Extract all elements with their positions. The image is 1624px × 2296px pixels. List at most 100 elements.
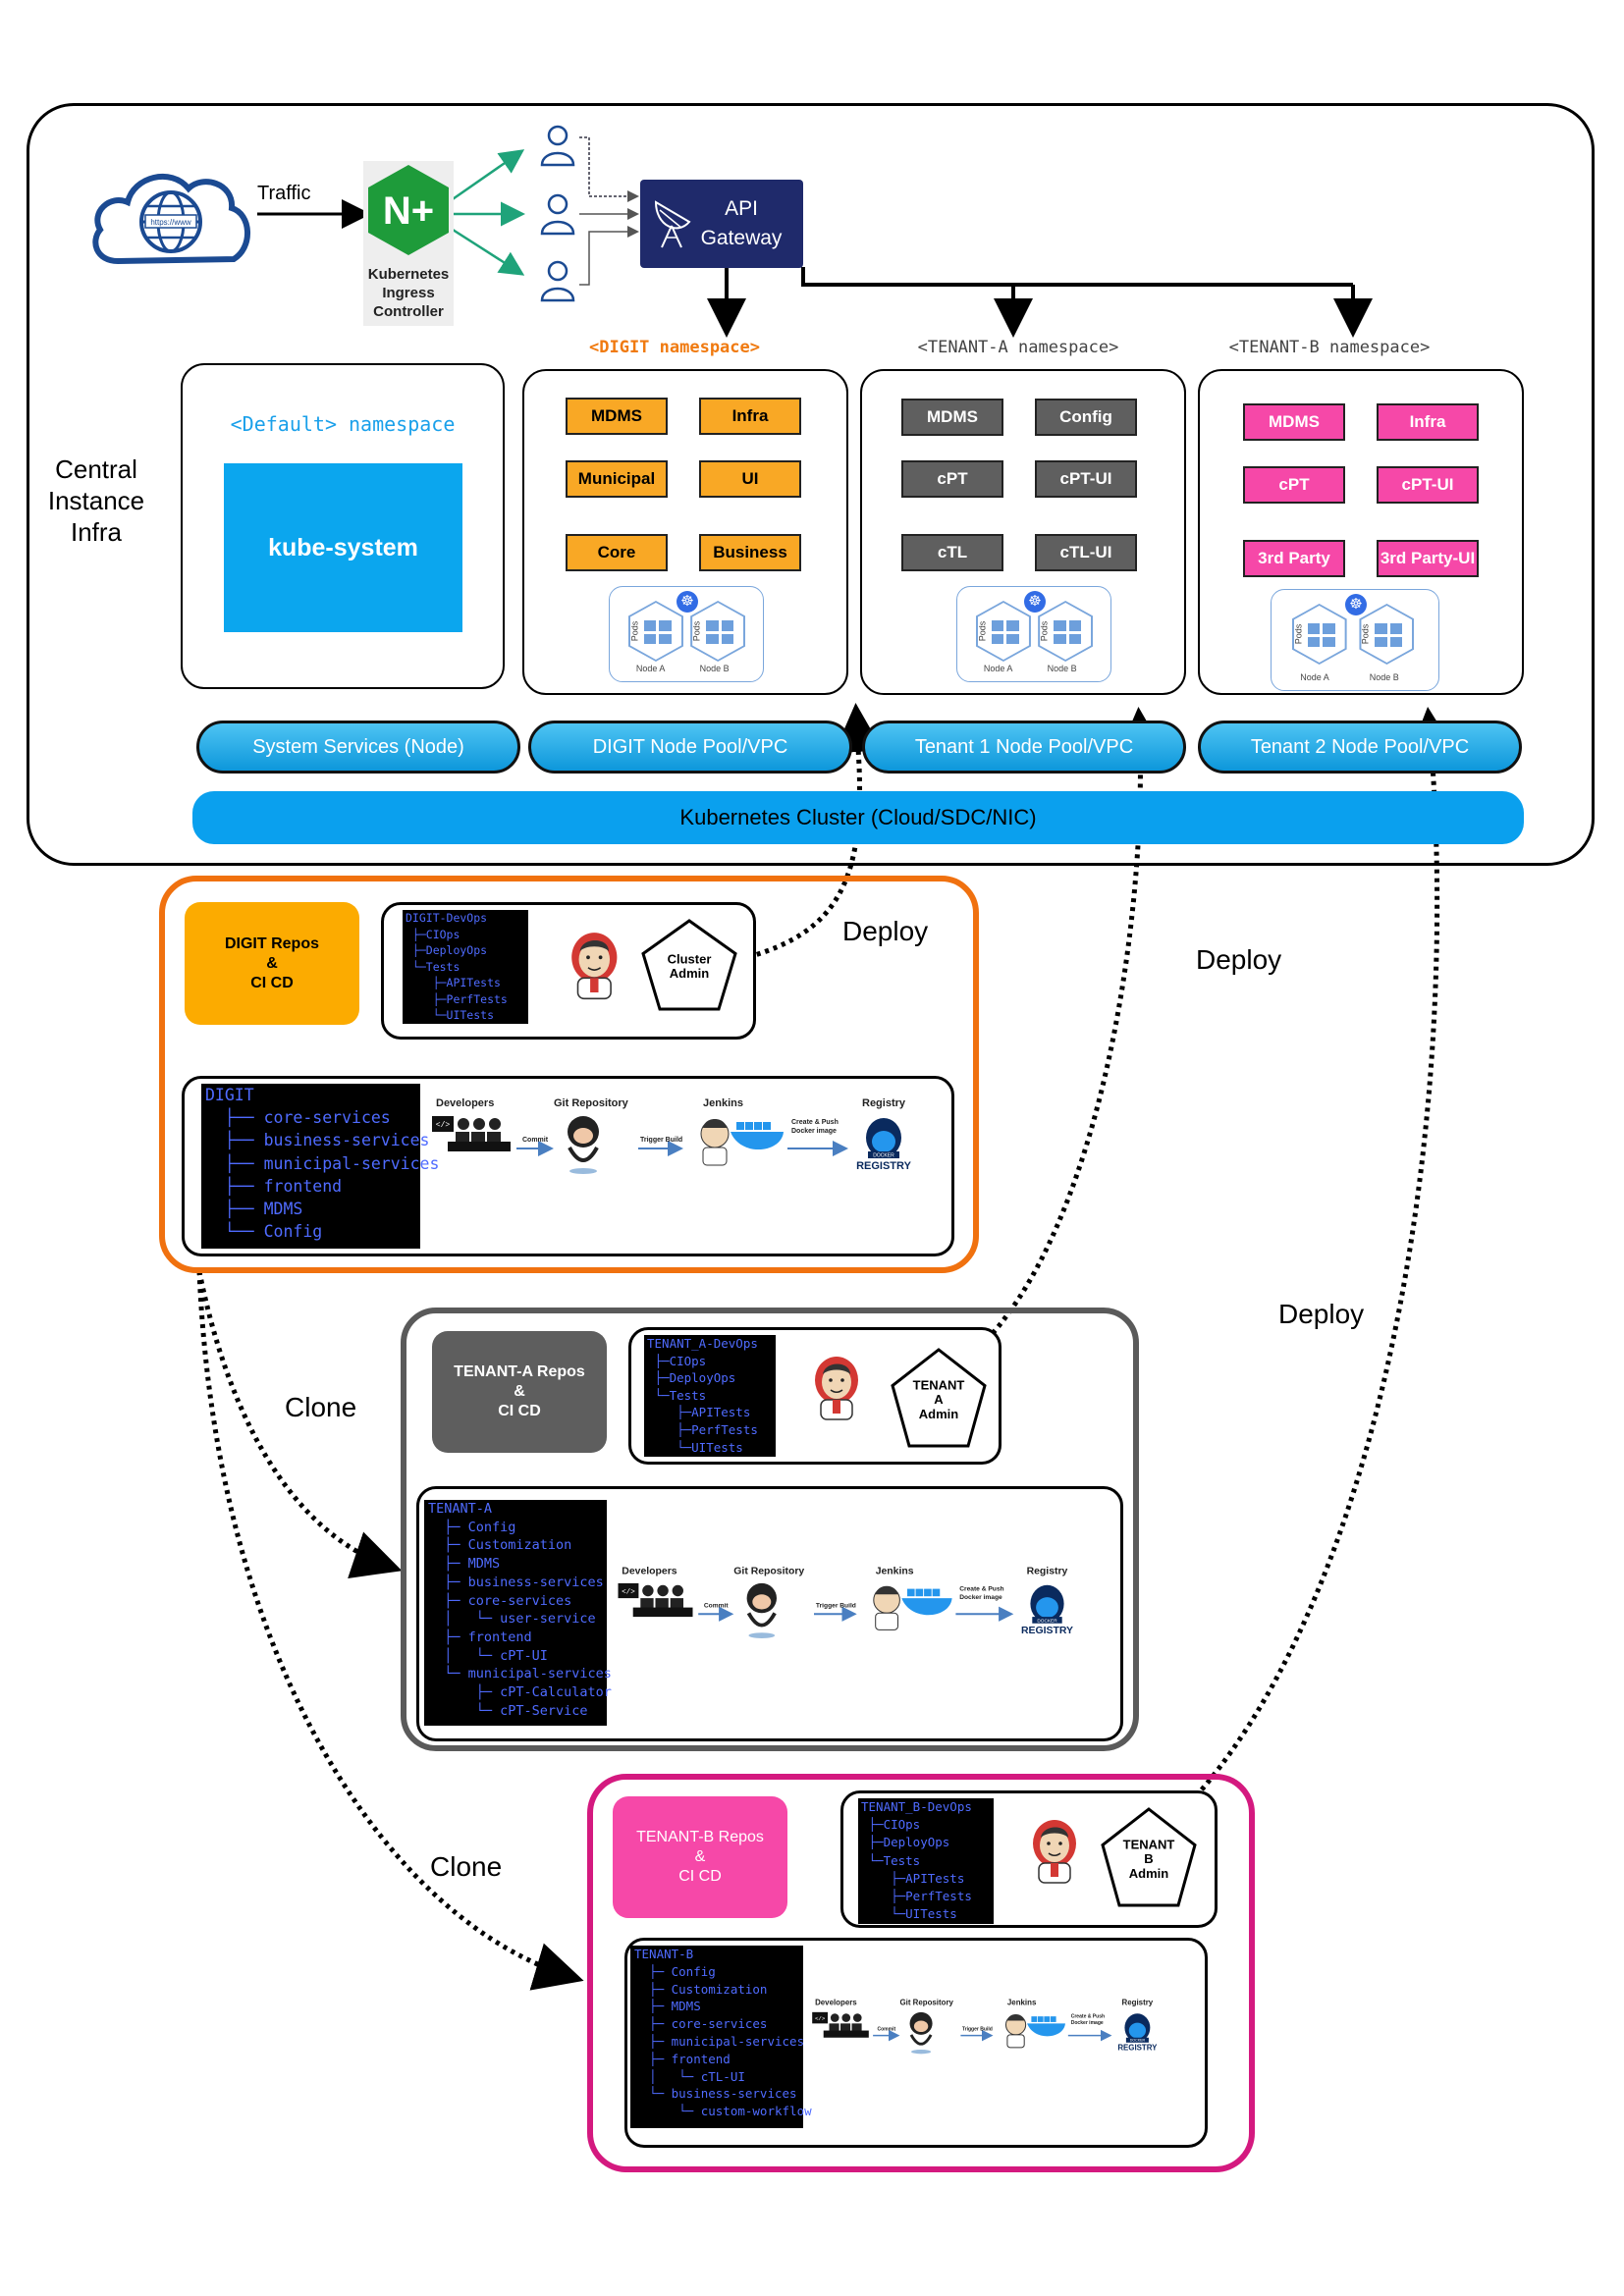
- commit-label: Commit: [522, 1137, 549, 1144]
- trigger-build-label: Trigger Build: [962, 2027, 993, 2033]
- pool-digit: DIGIT Node Pool/VPC: [528, 721, 852, 774]
- svg-text:Admin: Admin: [919, 1407, 959, 1421]
- digit-svc-business: Business: [699, 534, 801, 571]
- developers-icon: </>: [432, 1116, 511, 1151]
- node-a-label: Node A: [635, 664, 666, 673]
- deploy-arrow-tenant-b: [1194, 707, 1457, 1798]
- node-b-icon: [1359, 604, 1415, 665]
- deploy-label-tenant-b: Deploy: [1278, 1299, 1365, 1329]
- digit-devops-tree: DIGIT-DevOps ├─CIOps ├─DeployOps └─Tests…: [403, 910, 528, 1024]
- create-push-label-2: Docker image: [1071, 2020, 1104, 2026]
- digit-repos-frame: [159, 876, 979, 1273]
- svg-text:B: B: [1144, 1851, 1153, 1866]
- tenant-a-devops-tree: TENANT_A-DevOps ├─CIOps ├─DeployOps └─Te…: [644, 1335, 776, 1457]
- git-repository-label: Git Repository: [899, 1999, 953, 2007]
- registry-label: Registry: [1027, 1566, 1068, 1576]
- kube-system-block: kube-system: [224, 463, 462, 632]
- node-b-label: Node B: [699, 664, 730, 673]
- trigger-build-label: Trigger Build: [816, 1603, 856, 1610]
- registry-label: Registry: [1122, 1999, 1154, 2007]
- tenant-a-code-tree: TENANT-A ├─ Config ├─ Customization ├─ M…: [424, 1500, 612, 1726]
- clone-label-tenant-a: Clone: [285, 1392, 357, 1422]
- svg-text:REGISTRY: REGISTRY: [856, 1160, 911, 1172]
- tenant-b-repos-title: TENANT-B Repos & CI CD: [613, 1796, 787, 1918]
- kubernetes-cluster-label: Kubernetes Cluster (Cloud/SDC/NIC): [679, 805, 1037, 829]
- github-octocat-icon: [909, 2011, 933, 2055]
- svg-text:REGISTRY: REGISTRY: [1021, 1626, 1073, 1636]
- commit-label: Commit: [877, 2027, 895, 2033]
- pods-label: Pods: [691, 620, 702, 642]
- clone-arrow-tenant-b: [196, 1270, 584, 1991]
- github-octocat-icon: [568, 1116, 599, 1174]
- digit-svc-core: Core: [566, 534, 668, 571]
- svg-text:</>: </>: [436, 1121, 451, 1130]
- node-b-label: Node B: [1369, 672, 1399, 682]
- tenant-b-namespace-title: <TENANT-B namespace>: [1228, 338, 1431, 357]
- node-a-label: Node A: [983, 664, 1013, 673]
- node-a-icon: [1291, 604, 1347, 665]
- tenant-b-devops-tree: TENANT_B-DevOps ├─CIOps ├─DeployOps └─Te…: [858, 1798, 994, 1924]
- central-instance-frame: [27, 103, 1595, 866]
- cloud-internet-icon: https://www: [92, 173, 250, 265]
- deploy-label-digit: Deploy: [842, 916, 929, 946]
- pool-tenant-2: Tenant 2 Node Pool/VPC: [1198, 721, 1522, 774]
- digit-svc-ui: UI: [699, 460, 801, 498]
- digit-code-tree: DIGIT ├── core-services ├── business-ser…: [201, 1084, 439, 1249]
- kubernetes-icon: ☸: [1024, 591, 1046, 613]
- github-octocat-icon: [746, 1582, 777, 1638]
- svg-text:DOCKER: DOCKER: [1130, 2039, 1146, 2043]
- svg-text:REGISTRY: REGISTRY: [1117, 2044, 1158, 2053]
- tenant-b-repos-frame: [587, 1774, 1255, 2172]
- kubernetes-icon: ☸: [677, 591, 698, 613]
- create-push-label: Create & Push: [959, 1586, 1003, 1593]
- tenant-b-code-tree: TENANT-B ├─ Config ├─ Customization ├─ M…: [630, 1946, 812, 2128]
- tenant-a-jenkins-icon: [811, 1355, 862, 1428]
- deploy-arrow-digit: [747, 703, 884, 960]
- clone-arrow-tenant-a: [196, 1270, 403, 1578]
- registry-label: Registry: [862, 1097, 906, 1109]
- cloud-url-text: https://www: [150, 218, 191, 227]
- pods-label: Pods: [977, 620, 988, 642]
- svg-text:TENANT: TENANT: [1123, 1837, 1175, 1851]
- api-gateway-label: API Gateway: [700, 197, 783, 249]
- gateway-bus: [801, 267, 1353, 287]
- jenkins-docker-icon: [700, 1119, 784, 1166]
- ingress-to-user-3: [449, 226, 525, 276]
- jenkins-label: Jenkins: [703, 1097, 743, 1109]
- svg-text:TENANT: TENANT: [913, 1377, 965, 1392]
- tenant-a-svc-cpt-ui: cPT-UI: [1035, 460, 1137, 498]
- developers-label: Developers: [436, 1097, 494, 1109]
- trigger-build-label: Trigger Build: [640, 1137, 682, 1144]
- svg-text:Admin: Admin: [670, 966, 710, 981]
- create-push-label: Create & Push: [791, 1119, 839, 1126]
- digit-svc-infra: Infra: [699, 398, 801, 435]
- pods-label: Pods: [629, 620, 640, 642]
- digit-svc-mdms: MDMS: [566, 398, 668, 435]
- create-push-label: Create & Push: [1071, 2014, 1105, 2020]
- deploy-label-tenant-a: Deploy: [1196, 944, 1282, 975]
- tenant-b-svc-mdms: MDMS: [1243, 403, 1345, 441]
- developers-label: Developers: [815, 1999, 857, 2007]
- jenkins-docker-icon: [1004, 2014, 1065, 2049]
- user-icon-2: [540, 193, 575, 236]
- developers-label: Developers: [622, 1566, 677, 1576]
- ingress-label: Kubernetes Ingress Controller: [367, 266, 450, 320]
- tenant-b-svc-3rd-party-ui: 3rd Party-UI: [1377, 540, 1479, 577]
- svg-text:</>: </>: [815, 2015, 826, 2022]
- kubernetes-cluster-bar: Kubernetes Cluster (Cloud/SDC/NIC): [192, 791, 1524, 844]
- ingress-logo-text: N+: [383, 189, 434, 233]
- ingress-to-user-1: [449, 149, 525, 203]
- tenant-b-svc-infra: Infra: [1377, 403, 1479, 441]
- nginx-hex-icon: N+: [368, 165, 449, 255]
- user-to-gateway-1: [579, 136, 639, 202]
- create-push-label-2: Docker image: [791, 1128, 837, 1135]
- pods-label: Pods: [1360, 623, 1371, 645]
- clone-label-tenant-b: Clone: [430, 1851, 503, 1882]
- jenkins-docker-icon: [873, 1585, 952, 1630]
